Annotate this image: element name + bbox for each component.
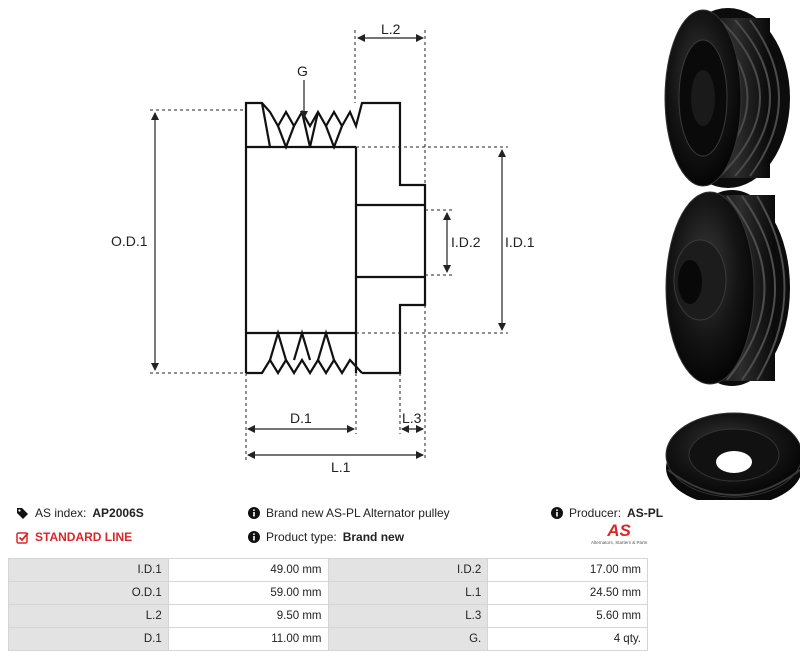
label-d1: D.1 — [290, 410, 312, 426]
technical-drawing: G O.D.1 I.D.1 I.D.2 L.2 L.3 L.1 D.1 — [111, 8, 800, 500]
label-id2: I.D.2 — [451, 234, 481, 250]
extension-lines — [150, 30, 508, 460]
description-text: Brand new AS-PL Alternator pulley — [266, 506, 450, 520]
logo-mark: AS — [607, 521, 631, 540]
label-l3: L.3 — [402, 410, 422, 426]
tag-icon — [17, 507, 28, 519]
standard-line-text: STANDARD LINE — [35, 530, 133, 544]
producer-label: Producer: — [569, 506, 622, 520]
standard-line: STANDARD LINE — [16, 530, 132, 544]
spec-key: L.3 — [327, 604, 489, 628]
label-g: G — [297, 63, 308, 79]
producer: Producer: AS-PL — [551, 506, 663, 520]
spec-key: D.1 — [8, 627, 169, 651]
table-row: D.1 11.00 mm G. 4 qty. — [8, 627, 648, 651]
label-id1: I.D.1 — [505, 234, 535, 250]
spec-key: L.1 — [327, 581, 489, 605]
spec-value: 11.00 mm — [167, 627, 329, 651]
spec-value: 17.00 mm — [487, 558, 648, 582]
table-row: I.D.1 49.00 mm I.D.2 17.00 mm — [8, 558, 648, 582]
spec-key: L.2 — [8, 604, 169, 628]
table-row: L.2 9.50 mm L.3 5.60 mm — [8, 604, 648, 628]
spec-value: 9.50 mm — [167, 604, 329, 628]
product-type-label: Product type: — [266, 530, 337, 544]
spec-value: 24.50 mm — [487, 581, 648, 605]
as-pl-logo: AS Alternators, Starters & Parts — [588, 522, 650, 552]
pulley-photo-bottom — [665, 412, 800, 500]
as-index-label: AS index: — [35, 506, 87, 520]
spec-value: 59.00 mm — [167, 581, 329, 605]
info-icon — [248, 531, 260, 543]
dimension-labels: G O.D.1 I.D.1 I.D.2 L.2 L.3 L.1 D.1 — [111, 21, 535, 475]
as-index: AS index: AP2006S — [16, 506, 144, 520]
logo-tagline: Alternators, Starters & Parts — [590, 540, 648, 545]
spec-value: 5.60 mm — [487, 604, 648, 628]
dimension-lines — [151, 34, 506, 459]
spec-value: 4 qty. — [487, 627, 648, 651]
spec-key: I.D.1 — [8, 558, 169, 582]
spec-key: I.D.2 — [327, 558, 489, 582]
description: Brand new AS-PL Alternator pulley — [248, 506, 450, 520]
label-l2: L.2 — [381, 21, 401, 37]
as-index-value: AP2006S — [92, 506, 144, 520]
specs-table: I.D.1 49.00 mm I.D.2 17.00 mm O.D.1 59.0… — [8, 558, 648, 651]
pulley-photo-side — [664, 8, 790, 188]
pulley-outline — [244, 101, 427, 376]
product-type-value: Brand new — [342, 530, 405, 544]
spec-key: G. — [327, 627, 489, 651]
label-l1: L.1 — [331, 459, 351, 475]
label-od1: O.D.1 — [111, 233, 148, 249]
spec-value: 49.00 mm — [167, 558, 329, 582]
table-row: O.D.1 59.00 mm L.1 24.50 mm — [8, 581, 648, 605]
producer-value: AS-PL — [627, 506, 664, 520]
info-icon — [551, 507, 563, 519]
info-icon — [248, 507, 260, 519]
pulley-photo-front — [665, 190, 790, 386]
spec-key: O.D.1 — [8, 581, 169, 605]
checkbox-checked-icon — [16, 531, 29, 544]
product-type: Product type: Brand new — [248, 530, 404, 544]
